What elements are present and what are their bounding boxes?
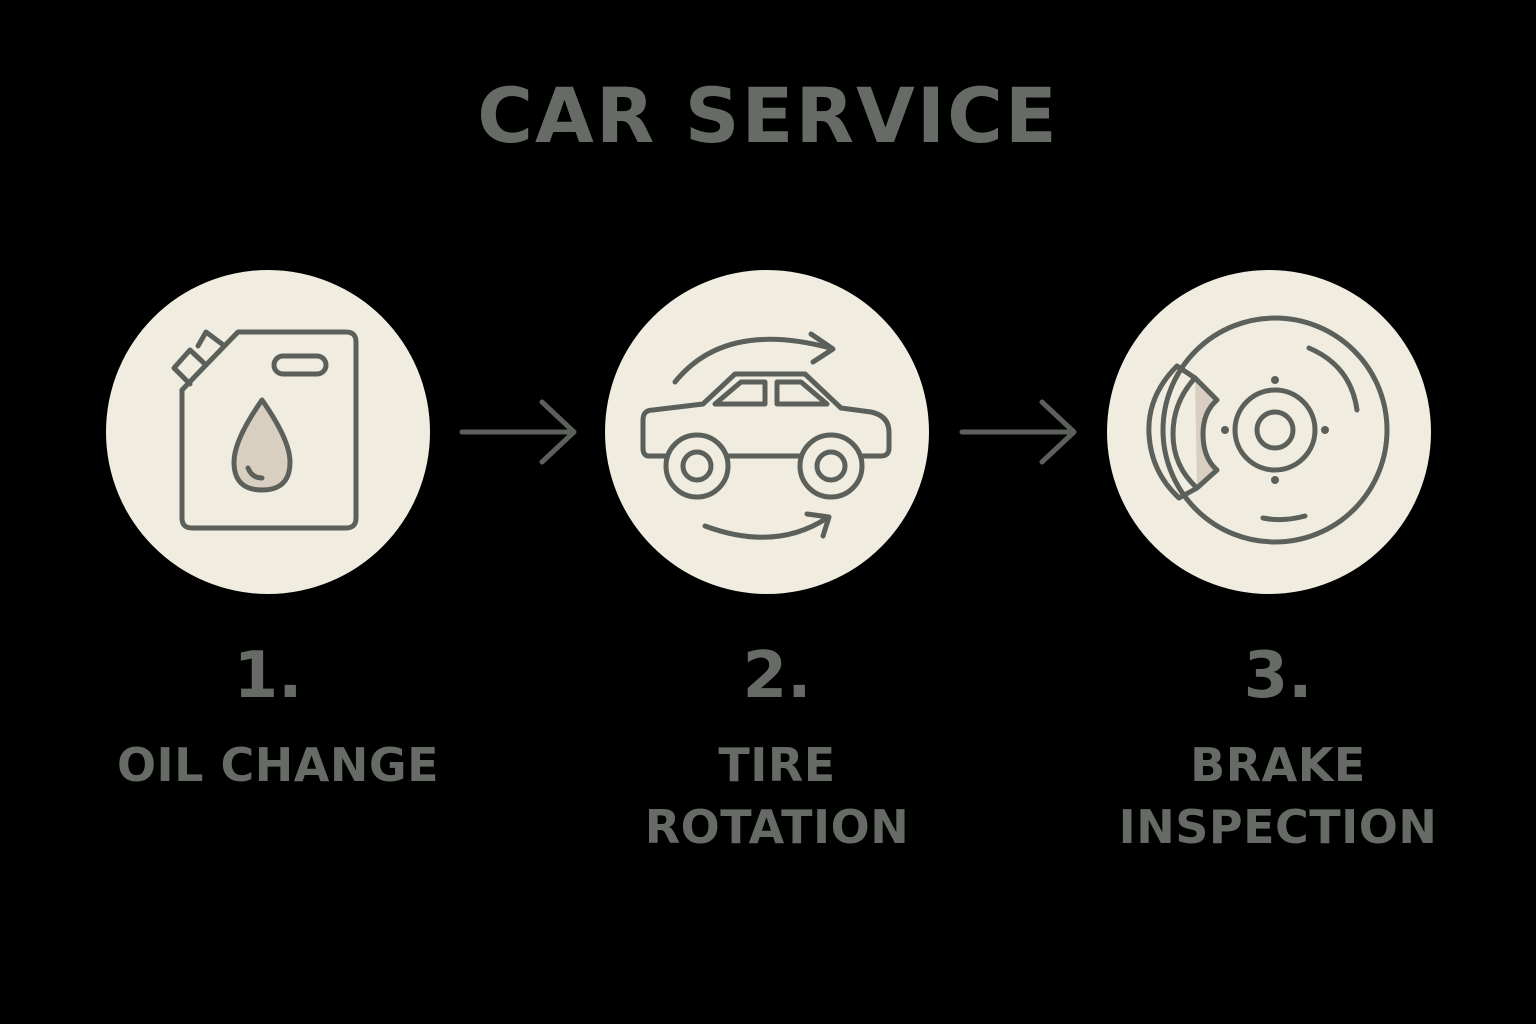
step-3-circle bbox=[1107, 270, 1431, 594]
oil-can-icon bbox=[171, 329, 359, 531]
step-2-circle bbox=[605, 270, 929, 594]
step-1-label: OIL CHANGE bbox=[88, 734, 468, 796]
step-3-label: BRAKE INSPECTION bbox=[1088, 734, 1468, 858]
step-2-label-line: TIRE ROTATION bbox=[644, 738, 910, 854]
step-1-label-line: OIL CHANGE bbox=[116, 738, 440, 792]
brake-disc-icon bbox=[1146, 315, 1390, 545]
arrow-right-icon bbox=[959, 399, 1077, 465]
car-rotation-icon bbox=[640, 331, 892, 540]
page-title: CAR SERVICE bbox=[477, 71, 1059, 160]
step-1-number: 1. bbox=[233, 639, 303, 713]
step-3-label-line-1: BRAKE bbox=[1190, 738, 1366, 792]
step-3-label-line-2: INSPECTION bbox=[1118, 800, 1438, 854]
step-2-number: 2. bbox=[742, 639, 812, 713]
step-1-circle bbox=[106, 270, 430, 594]
arrow-right-icon bbox=[459, 399, 577, 465]
step-3-number: 3. bbox=[1243, 639, 1313, 713]
step-2-label: TIRE ROTATION bbox=[587, 734, 967, 858]
